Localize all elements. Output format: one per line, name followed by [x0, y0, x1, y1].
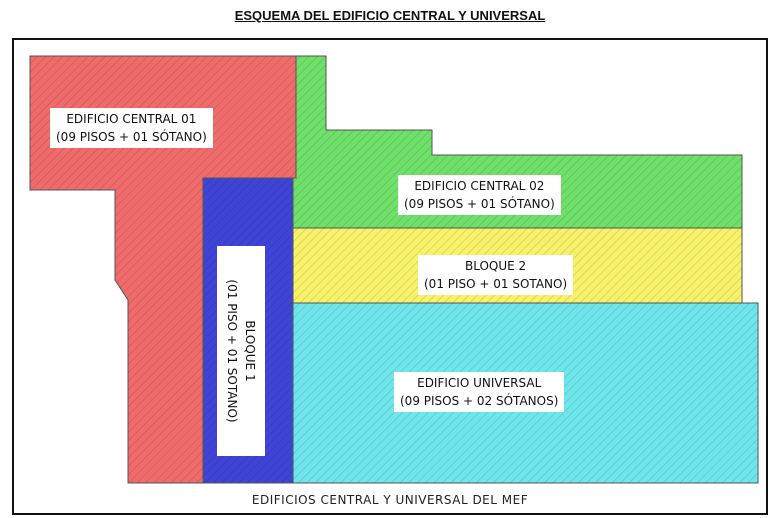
bloque2-name: BLOQUE 2: [464, 259, 527, 273]
universal-floors: (09 PISOS + 02 SÓTANOS): [400, 394, 559, 408]
universal-name: EDIFICIO UNIVERSAL: [417, 376, 542, 390]
central01-name: EDIFICIO CENTRAL 01: [66, 112, 197, 126]
central02-floors: (09 PISOS + 01 SÓTANO): [404, 197, 555, 211]
bloque2-label: BLOQUE 2 (01 PISO + 01 SOTANO): [418, 255, 574, 295]
central01-label: EDIFICIO CENTRAL 01 (09 PISOS + 01 SÓTAN…: [50, 108, 213, 148]
diagram-caption: EDIFICIOS CENTRAL Y UNIVERSAL DEL MEF: [251, 493, 529, 507]
bloque1-name: BLOQUE 1: [243, 320, 257, 382]
universal-label: EDIFICIO UNIVERSAL (09 PISOS + 02 SÓTANO…: [394, 372, 565, 412]
central02-label: EDIFICIO CENTRAL 02 (09 PISOS + 01 SÓTAN…: [398, 175, 561, 215]
central02-name: EDIFICIO CENTRAL 02: [414, 179, 545, 193]
central01-floors: (09 PISOS + 01 SÓTANO): [56, 130, 207, 144]
bloque1-floors: (01 PISO + 01 SOTANO): [225, 279, 239, 423]
diagram-frame: [12, 38, 768, 515]
bloque1-label: BLOQUE 1 (01 PISO + 01 SOTANO): [217, 246, 265, 456]
diagram-title: ESQUEMA DEL EDIFICIO CENTRAL Y UNIVERSAL: [234, 8, 546, 23]
bloque2-floors: (01 PISO + 01 SOTANO): [424, 277, 568, 291]
